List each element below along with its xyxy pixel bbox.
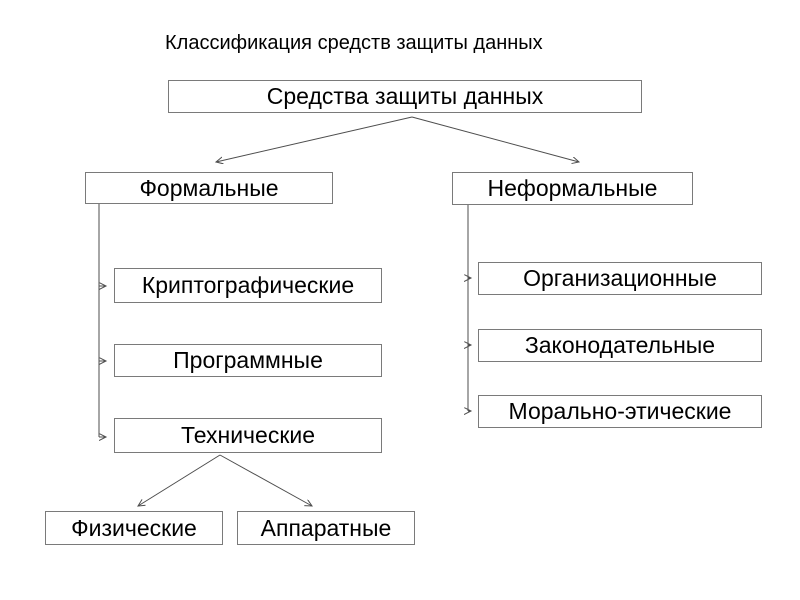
node-formal: Формальные: [85, 172, 333, 204]
node-legislative: Законодательные: [478, 329, 762, 362]
node-technical: Технические: [114, 418, 382, 453]
node-informal: Неформальные: [452, 172, 693, 205]
node-cryptographic: Криптографические: [114, 268, 382, 303]
node-physical: Физические: [45, 511, 223, 545]
node-organizational: Организационные: [478, 262, 762, 295]
node-software: Программные: [114, 344, 382, 377]
node-root: Средства защиты данных: [168, 80, 642, 113]
node-moral-ethical: Морально-этические: [478, 395, 762, 428]
edge-technical-hardware: [219, 454, 312, 506]
edge-technical-physical: [138, 454, 221, 506]
diagram-title: Классификация средств защиты данных: [165, 32, 543, 54]
edge-root-informal: [411, 116, 579, 162]
edge-root-formal: [216, 116, 413, 162]
node-hardware: Аппаратные: [237, 511, 415, 545]
